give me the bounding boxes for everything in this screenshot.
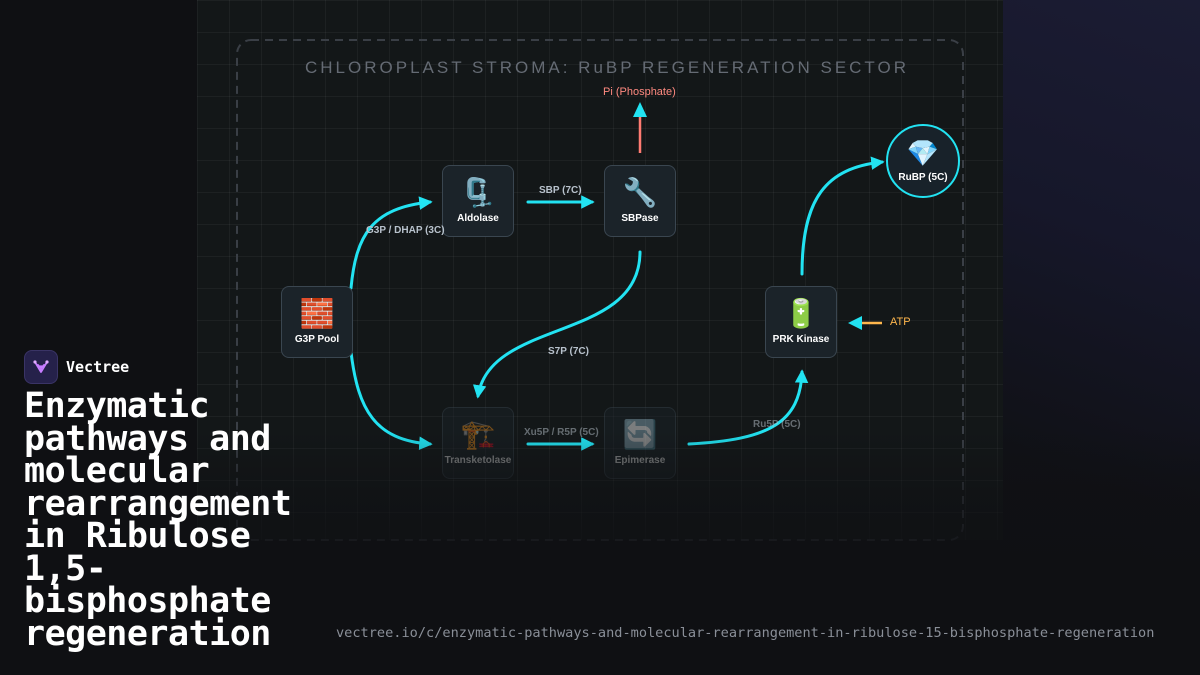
cycle-arrows-icon: 🔄 [622, 418, 658, 451]
arrow-epimerase-to-prk [687, 369, 809, 446]
edge-label-g3p-dhap: G3P / DHAP (3C) [366, 225, 445, 236]
clamp-icon: 🗜️ [460, 176, 496, 209]
page-url[interactable]: vectree.io/c/enzymatic-pathways-and-mole… [336, 625, 1155, 641]
node-prk-kinase: 🔋 PRK Kinase [765, 286, 837, 358]
vectree-logo-icon [24, 350, 58, 384]
node-rubp: 💎 RuBP (5C) [886, 124, 960, 198]
node-label: Epimerase [614, 455, 666, 466]
wrench-icon: 🔧 [622, 176, 658, 209]
arrow-g3p-to-transketolase [349, 350, 433, 450]
arrow-sbpase-to-transketolase [472, 250, 642, 399]
arrow-g3p-to-aldolase [349, 196, 433, 290]
page-title: Enzymatic pathways and molecular rearran… [24, 386, 292, 654]
node-aldolase: 🗜️ Aldolase [442, 165, 514, 237]
node-label: G3P Pool [294, 334, 340, 345]
arrow-prk-to-rubp [800, 156, 885, 276]
stroma-boundary [236, 39, 964, 541]
node-label: RuBP (5C) [898, 172, 948, 183]
node-label: PRK Kinase [772, 334, 830, 345]
edge-label-xu5p-r5p: Xu5P / R5P (5C) [524, 427, 599, 438]
brick-icon: 🧱 [299, 297, 335, 330]
edge-label-s7p: S7P (7C) [548, 346, 589, 357]
node-g3p-pool: 🧱 G3P Pool [281, 286, 353, 358]
brand[interactable]: Vectree [24, 350, 129, 384]
atp-arrowhead [848, 316, 862, 330]
phosphate-label: Pi (Phosphate) [603, 86, 676, 98]
node-transketolase: 🏗️ Transketolase [442, 407, 514, 479]
node-label: SBPase [621, 213, 659, 224]
node-epimerase: 🔄 Epimerase [604, 407, 676, 479]
node-label: Transketolase [444, 455, 512, 466]
crane-icon: 🏗️ [460, 418, 496, 451]
diagram-title: CHLOROPLAST STROMA: RuBP REGENERATION SE… [305, 58, 910, 77]
gem-icon: 💎 [906, 139, 940, 169]
phosphate-arrowhead [633, 102, 647, 117]
battery-icon: 🔋 [783, 297, 819, 330]
atp-label: ATP [890, 316, 911, 328]
brand-name: Vectree [66, 358, 130, 376]
edge-label-ru5p: Ru5P (5C) [753, 419, 801, 430]
edge-label-sbp: SBP (7C) [539, 185, 582, 196]
node-sbpase: 🔧 SBPase [604, 165, 676, 237]
node-label: Aldolase [457, 213, 499, 224]
